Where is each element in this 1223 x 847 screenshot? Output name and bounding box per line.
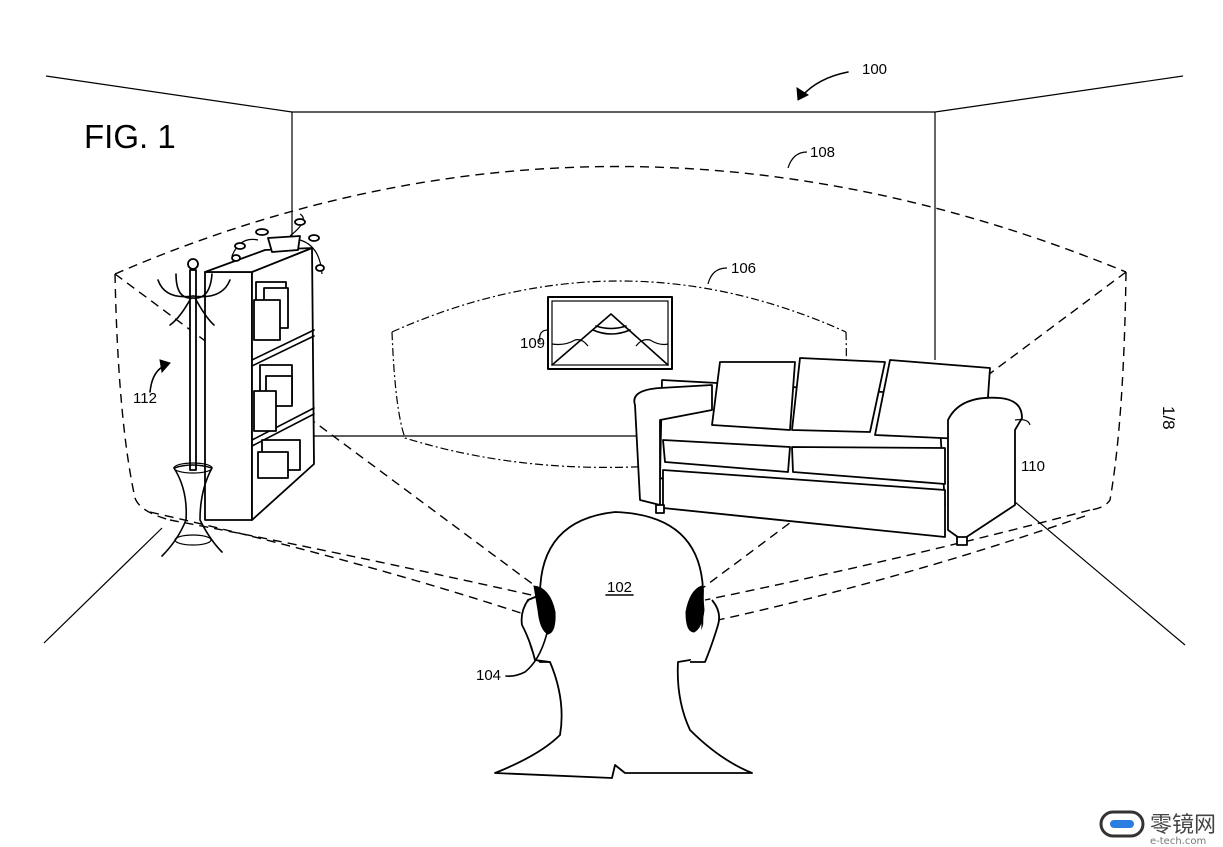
leader-108 [787, 151, 808, 169]
couch-110 [633, 357, 1031, 546]
couch-leader-line [1014, 418, 1031, 426]
sheet-number: 1/8 [1159, 406, 1178, 430]
user-head-102 [494, 511, 753, 779]
watermark-name: 零镜网 [1150, 813, 1216, 838]
sight-line-left [114, 273, 539, 589]
leader-106 [707, 267, 728, 285]
label-102: 102 [607, 579, 632, 596]
arrowhead-100 [796, 87, 810, 101]
sight-line-right [699, 271, 1127, 591]
outer-region-bottom-right-b [717, 515, 1086, 621]
outer-region-108 [114, 165, 1127, 621]
inner-region-left-bottom [391, 331, 701, 468]
left-earbud-104 [533, 585, 556, 635]
watermark-domain: e-tech.com [1150, 836, 1206, 847]
pill-logo-inner [1110, 820, 1134, 828]
label-104: 104 [476, 667, 501, 684]
arrow-100 [801, 71, 849, 97]
label-108: 108 [810, 144, 835, 161]
watermark[interactable]: 零镜网 e-tech.com [1099, 810, 1216, 847]
leader-arrows [149, 71, 849, 393]
right-earbud [685, 585, 705, 633]
potted-plant [231, 213, 325, 275]
ceiling-edge-left [45, 75, 293, 113]
pill-logo-icon [1099, 810, 1145, 838]
inner-region-top-arc [391, 280, 847, 333]
label-100: 100 [862, 61, 887, 78]
coat-rack-112 [157, 258, 231, 557]
label-110: 110 [1021, 458, 1045, 475]
label-106: 106 [731, 260, 756, 277]
outer-region-bottom-left-a [169, 519, 546, 599]
label-112: 112 [133, 390, 157, 407]
figure-title: FIG. 1 [84, 118, 176, 155]
floor-edge-right [1014, 501, 1186, 646]
arrowhead-112 [159, 359, 171, 374]
outer-region-bottom-right-a [704, 509, 1091, 601]
room-walls [43, 75, 1186, 646]
outer-region-top-arc [114, 165, 1127, 275]
bookshelf [204, 213, 325, 521]
wall-picture-109 [547, 296, 673, 370]
outer-region-bottom-left-b [149, 511, 531, 617]
headphone-cable [505, 632, 548, 677]
floor-edge-left [43, 527, 163, 644]
outer-region-right-edge [1089, 271, 1127, 511]
ceiling-edge-right [934, 75, 1184, 113]
label-109: 109 [520, 335, 545, 352]
leader-109 [539, 329, 549, 343]
outer-region-left-edge [114, 273, 171, 521]
